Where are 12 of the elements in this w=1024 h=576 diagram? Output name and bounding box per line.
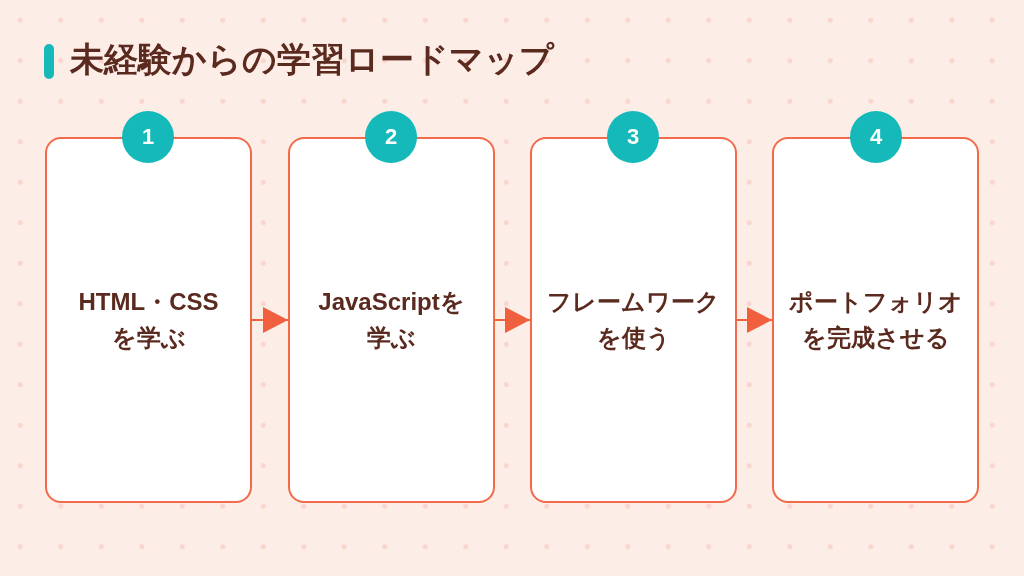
step-label: フレームワークを使う (546, 287, 721, 353)
step-number-badge: 2 (365, 111, 417, 163)
step-number-badge: 1 (122, 111, 174, 163)
step-number-badge: 3 (607, 111, 659, 163)
arrow (494, 307, 531, 333)
step-label: HTML・CSSを学ぶ (77, 287, 220, 353)
title: 未経験からの学習ロードマップ (70, 39, 554, 80)
step-label: JavaScriptを学ぶ (317, 287, 466, 353)
arrow (736, 307, 773, 333)
step-label: ポートフォリオを完成させる (787, 287, 964, 353)
step-number-badge: 4 (850, 111, 902, 163)
arrow (251, 307, 289, 333)
